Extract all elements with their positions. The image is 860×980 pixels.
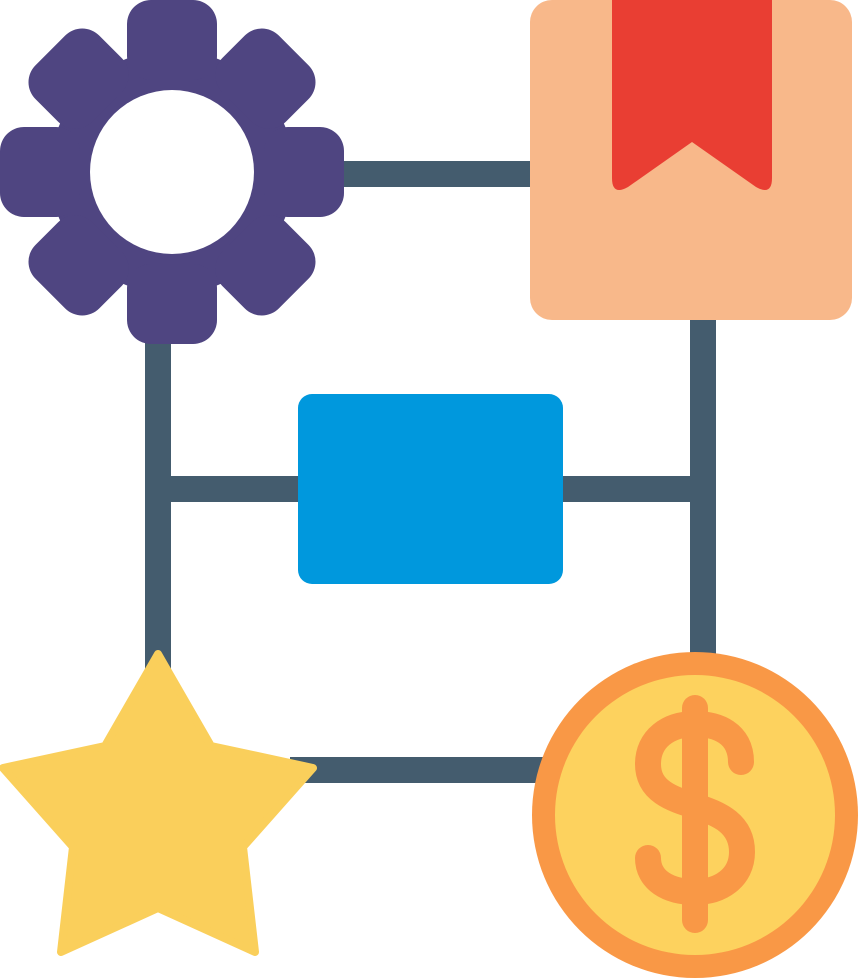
- star-icon: [0, 650, 317, 956]
- connectors: [145, 161, 716, 783]
- dollar-sign: [635, 695, 755, 933]
- center-block: [298, 394, 563, 584]
- dollar-coin-icon: [532, 652, 858, 978]
- box-with-bookmark-icon: [530, 0, 852, 320]
- gear-teeth: [0, 0, 344, 344]
- gear-icon: [0, 0, 344, 344]
- bookmark-ribbon: [612, 0, 772, 190]
- gear-hole: [90, 90, 254, 254]
